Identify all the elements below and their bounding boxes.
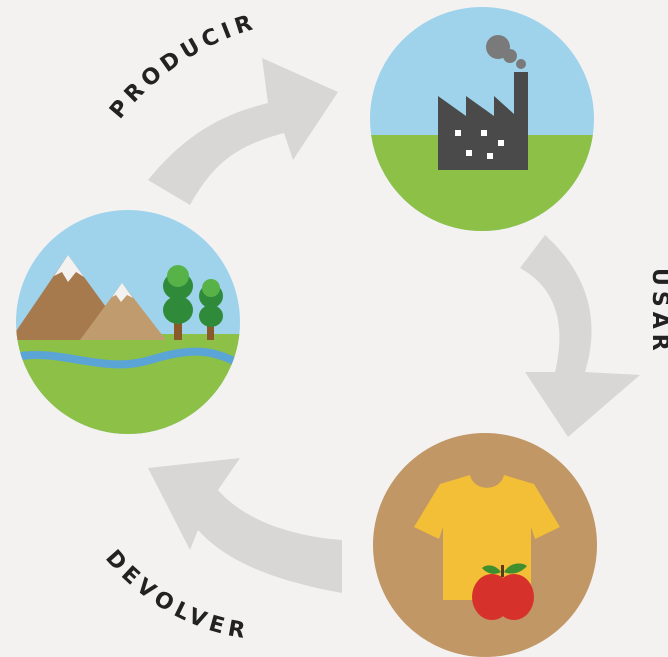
- smoke-icon: [486, 35, 526, 69]
- produce-arrow: [148, 58, 338, 205]
- nature-circle: [16, 210, 240, 434]
- products-circle: [373, 433, 597, 657]
- factory-circle: [370, 7, 594, 231]
- apple-icon: [472, 563, 534, 620]
- return-arrow: [148, 458, 342, 593]
- label-produce-text: PRODUCIR: [105, 9, 255, 123]
- river-icon: [16, 347, 240, 370]
- label-return-text: DEVOLVER: [100, 546, 247, 645]
- factory-icon: [438, 72, 528, 170]
- label-produce: PRODUCIR: [105, 9, 260, 123]
- label-use: USAR: [647, 268, 668, 356]
- label-return: DEVOLVER: [100, 546, 252, 645]
- mountains-icon: [16, 255, 166, 340]
- trees-icon: [163, 265, 223, 340]
- use-arrow: [520, 235, 640, 437]
